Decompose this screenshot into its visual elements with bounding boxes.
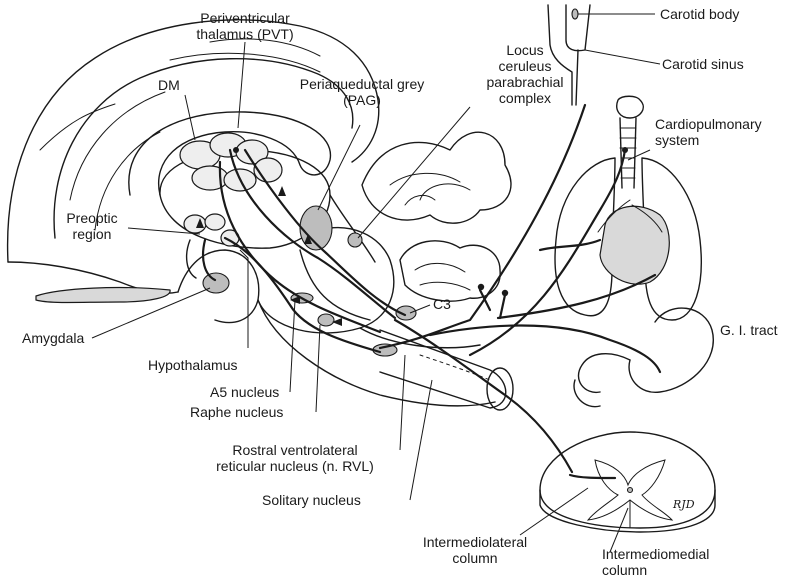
- cardiopulmonary: [554, 95, 702, 321]
- label-preoptic-line1: Preoptic: [66, 210, 118, 226]
- label-carotid-sinus: Carotid sinus: [662, 56, 744, 72]
- label-locus-line3: parabrachial: [486, 74, 564, 90]
- neural-pathways: [196, 103, 662, 480]
- carotid-vessels: [547, 4, 591, 106]
- label-rvl-line2: reticular nucleus (n. RVL): [216, 458, 374, 474]
- label-pvt-line1: Periventricular: [200, 10, 290, 26]
- cerebellum: [361, 131, 512, 302]
- label-locus-ceruleus: Locus ceruleus parabrachial complex: [470, 42, 580, 106]
- label-carotid-body: Carotid body: [660, 6, 740, 22]
- label-gi-tract: G. I. tract: [720, 322, 778, 338]
- label-imm-line2: column: [602, 562, 648, 578]
- label-locus-line4: complex: [498, 90, 552, 106]
- label-intermediolateral: Intermediolateral column: [410, 534, 540, 566]
- label-iml-line1: Intermediolateral: [422, 534, 528, 550]
- gi-tract: [573, 307, 714, 408]
- label-rvl: Rostral ventrolateral reticular nucleus …: [200, 442, 390, 474]
- label-pag-line1: Periaqueductal grey: [299, 76, 425, 92]
- label-intermediomedial: Intermediomedial column: [602, 546, 709, 578]
- label-locus-line2: ceruleus: [498, 58, 552, 74]
- label-solitary-nucleus: Solitary nucleus: [262, 492, 361, 508]
- label-imm-line1: Intermediomedial: [602, 546, 710, 562]
- label-preoptic: Preoptic region: [52, 210, 132, 242]
- label-pvt: Periventricular thalamus (PVT): [185, 10, 305, 42]
- label-cardiopulmonary: Cardiopulmonary system: [655, 116, 762, 148]
- label-rvl-line1: Rostral ventrolateral: [232, 442, 358, 458]
- leader-lines: [91, 13, 661, 553]
- label-c3: C3: [433, 296, 451, 312]
- spinal-cord-cylinder: [379, 329, 514, 411]
- label-pag: Periaqueductal grey (PAG): [282, 76, 442, 108]
- label-iml-line2: column: [452, 550, 498, 566]
- label-raphe-nucleus: Raphe nucleus: [190, 404, 284, 420]
- label-pvt-line2: thalamus (PVT): [196, 26, 294, 42]
- label-a5-nucleus: A5 nucleus: [210, 384, 280, 400]
- label-locus-line1: Locus: [506, 42, 544, 58]
- label-pag-line2: (PAG): [343, 92, 381, 108]
- label-amygdala: Amygdala: [22, 330, 85, 346]
- cerebral-hemisphere: [6, 19, 380, 304]
- label-preoptic-line2: region: [72, 226, 112, 242]
- label-cardio-line1: Cardiopulmonary: [655, 116, 762, 132]
- label-dm: DM: [158, 77, 180, 93]
- label-cardio-line2: system: [655, 132, 700, 148]
- spinal-cord-section: [539, 431, 716, 533]
- artist-signature: RJD: [673, 498, 695, 511]
- label-hypothalamus: Hypothalamus: [148, 357, 238, 373]
